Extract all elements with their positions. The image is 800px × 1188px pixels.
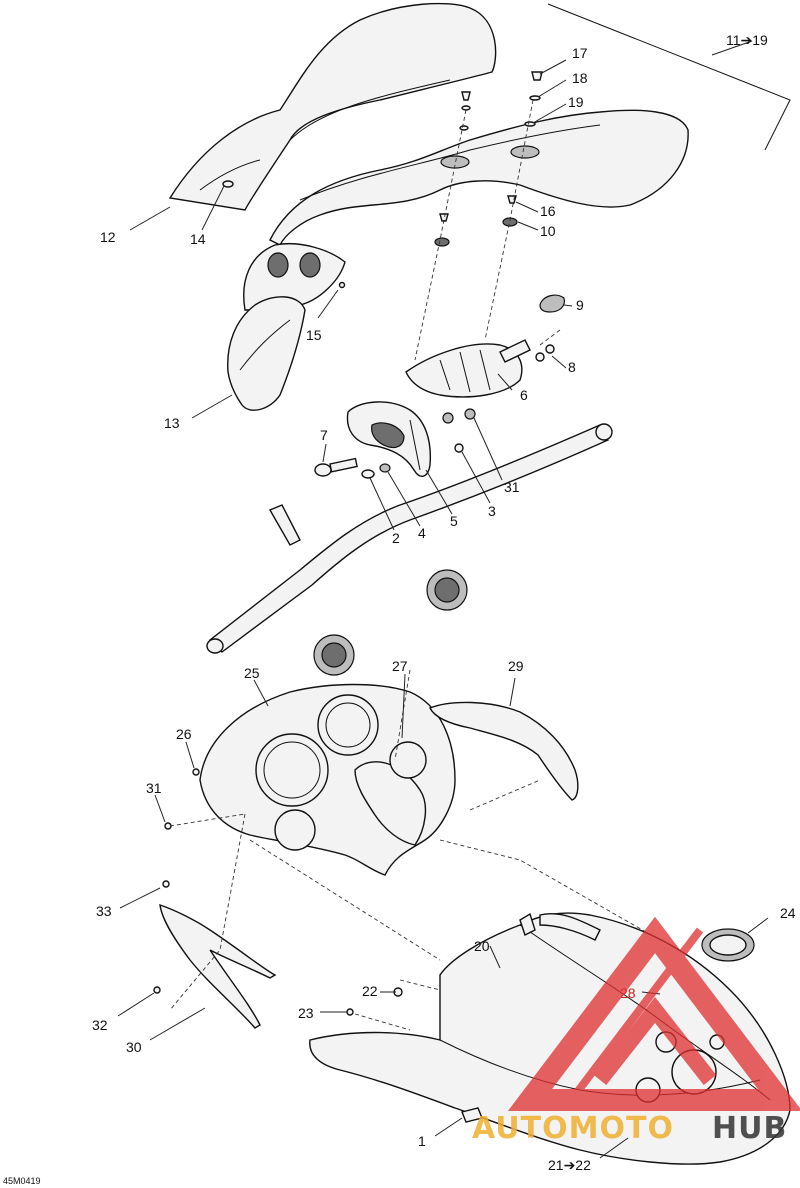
callout-8: 8 [568, 359, 576, 375]
watermark-brand-part2: HUB [712, 1111, 787, 1146]
callout-14: 14 [190, 231, 206, 247]
callout-10: 10 [540, 223, 556, 239]
callout-25: 25 [244, 665, 260, 681]
callout-27: 27 [392, 658, 408, 674]
callout-29: 29 [508, 658, 524, 674]
callout-1: 1 [418, 1133, 426, 1149]
group-boundary-line [547, 3, 791, 151]
part-30-lower-trim [159, 903, 277, 1029]
callout-16: 16 [540, 203, 556, 219]
part-1-clip [461, 1107, 483, 1123]
parts-3-31-nuts [442, 408, 476, 453]
callout-7: 7 [320, 427, 328, 443]
callout-19: 19 [568, 94, 584, 110]
assembly-lines-upper [414, 99, 561, 361]
callout-leaders [117, 40, 769, 1159]
upper-fasteners [338, 71, 543, 289]
callout-18: 18 [572, 70, 588, 86]
callout-31-lower: 31 [146, 780, 162, 796]
grommet-upper [426, 569, 468, 611]
figure-code: 45M0419 [3, 1176, 41, 1186]
parts-2-4-washers [361, 463, 391, 479]
grommet-lower [313, 634, 355, 676]
callout-23: 23 [298, 1005, 314, 1021]
handlebar [206, 423, 613, 654]
callout-13: 13 [164, 415, 180, 431]
callout-24: 24 [780, 905, 796, 921]
callout-33: 33 [96, 903, 112, 919]
part-25-instrument-panel [199, 683, 456, 876]
callout-4: 4 [418, 525, 426, 541]
callout-2: 2 [392, 530, 400, 546]
part-29-side-trim [429, 701, 579, 801]
part-6-bracket [405, 339, 531, 398]
part-9-cap [539, 294, 565, 313]
callout-9: 9 [576, 297, 584, 313]
callout-31-upper: 31 [504, 479, 520, 495]
watermark-text: AUTOMOTO HUB [472, 1111, 787, 1146]
callout-11-19: 11➔19 [726, 32, 768, 48]
callout-26: 26 [176, 726, 192, 742]
callout-32: 32 [92, 1017, 108, 1033]
part-5-mount [346, 401, 432, 477]
part-8-screws [535, 344, 555, 362]
callout-20: 20 [474, 938, 490, 954]
part-11-upper-fairing [269, 109, 689, 246]
watermark-brand-part1: AUTOMOTO [472, 1111, 674, 1146]
callout-5: 5 [450, 513, 458, 529]
part-14-screw [222, 180, 234, 188]
callout-6: 6 [520, 387, 528, 403]
watermark-logo [507, 916, 800, 1111]
callout-17: 17 [572, 45, 588, 61]
part-13-side-cover [227, 243, 346, 411]
callout-15: 15 [306, 327, 322, 343]
part-24-seal-ring [701, 928, 755, 962]
callout-21-22: 21➔22 [548, 1157, 591, 1173]
part-7-bolt [314, 457, 358, 477]
callout-22: 22 [362, 983, 378, 999]
callout-30: 30 [126, 1039, 142, 1055]
part-12-windshield [168, 2, 497, 211]
part-27-gauge [389, 741, 427, 779]
assembly-lines-lower [169, 669, 661, 1031]
callout-3: 3 [488, 503, 496, 519]
callout-12: 12 [100, 229, 116, 245]
